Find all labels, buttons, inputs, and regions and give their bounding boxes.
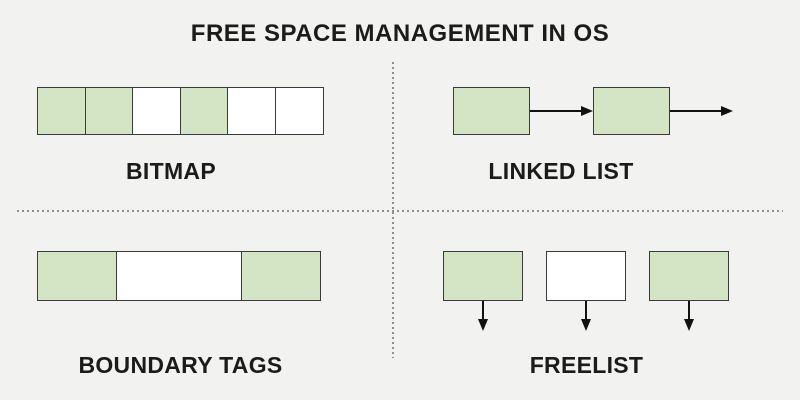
- linked-list-node: [453, 87, 530, 135]
- linked-list-node: [593, 87, 670, 135]
- bitmap-cell: [37, 87, 87, 135]
- bitmap-cell: [179, 87, 229, 135]
- freelist-block: [546, 251, 626, 301]
- page-title: FREE SPACE MANAGEMENT IN OS: [190, 20, 610, 47]
- freelist-item: [546, 251, 626, 331]
- arrow-right-icon: [530, 106, 593, 116]
- freelist-item: [443, 251, 523, 331]
- arrow-stem: [481, 301, 485, 319]
- bitmap-cell: [227, 87, 277, 135]
- boundary-segment: [37, 251, 117, 301]
- bitmap-cell: [84, 87, 134, 135]
- arrow-right-icon: [670, 106, 733, 116]
- arrow-down-icon: [478, 301, 488, 331]
- arrow-stem: [670, 109, 721, 113]
- arrow-stem: [584, 301, 588, 319]
- bitmap-cell: [274, 87, 324, 135]
- arrow-down-icon: [684, 301, 694, 331]
- arrow-head: [684, 319, 694, 331]
- boundary-tags-diagram: [37, 251, 321, 301]
- linked-list-diagram: [453, 87, 733, 135]
- boundary-segment: [241, 251, 321, 301]
- arrow-down-icon: [581, 301, 591, 331]
- linked-list-label: LINKED LIST: [488, 158, 634, 184]
- freelist-block: [649, 251, 729, 301]
- bitmap-cell: [132, 87, 182, 135]
- boundary-tags-label: BOUNDARY TAGS: [78, 352, 283, 378]
- arrow-stem: [687, 301, 691, 319]
- bitmap-label: BITMAP: [126, 158, 216, 184]
- arrow-head: [581, 106, 593, 116]
- freelist-item: [649, 251, 729, 331]
- arrow-head: [581, 319, 591, 331]
- freelist-label: FREELIST: [529, 352, 644, 378]
- horizontal-dotted-divider: [17, 210, 783, 212]
- freelist-block: [443, 251, 523, 301]
- arrow-head: [721, 106, 733, 116]
- bitmap-diagram: [37, 87, 324, 135]
- arrow-stem: [530, 109, 581, 113]
- boundary-segment: [115, 251, 243, 301]
- arrow-head: [478, 319, 488, 331]
- freelist-diagram: [443, 251, 729, 331]
